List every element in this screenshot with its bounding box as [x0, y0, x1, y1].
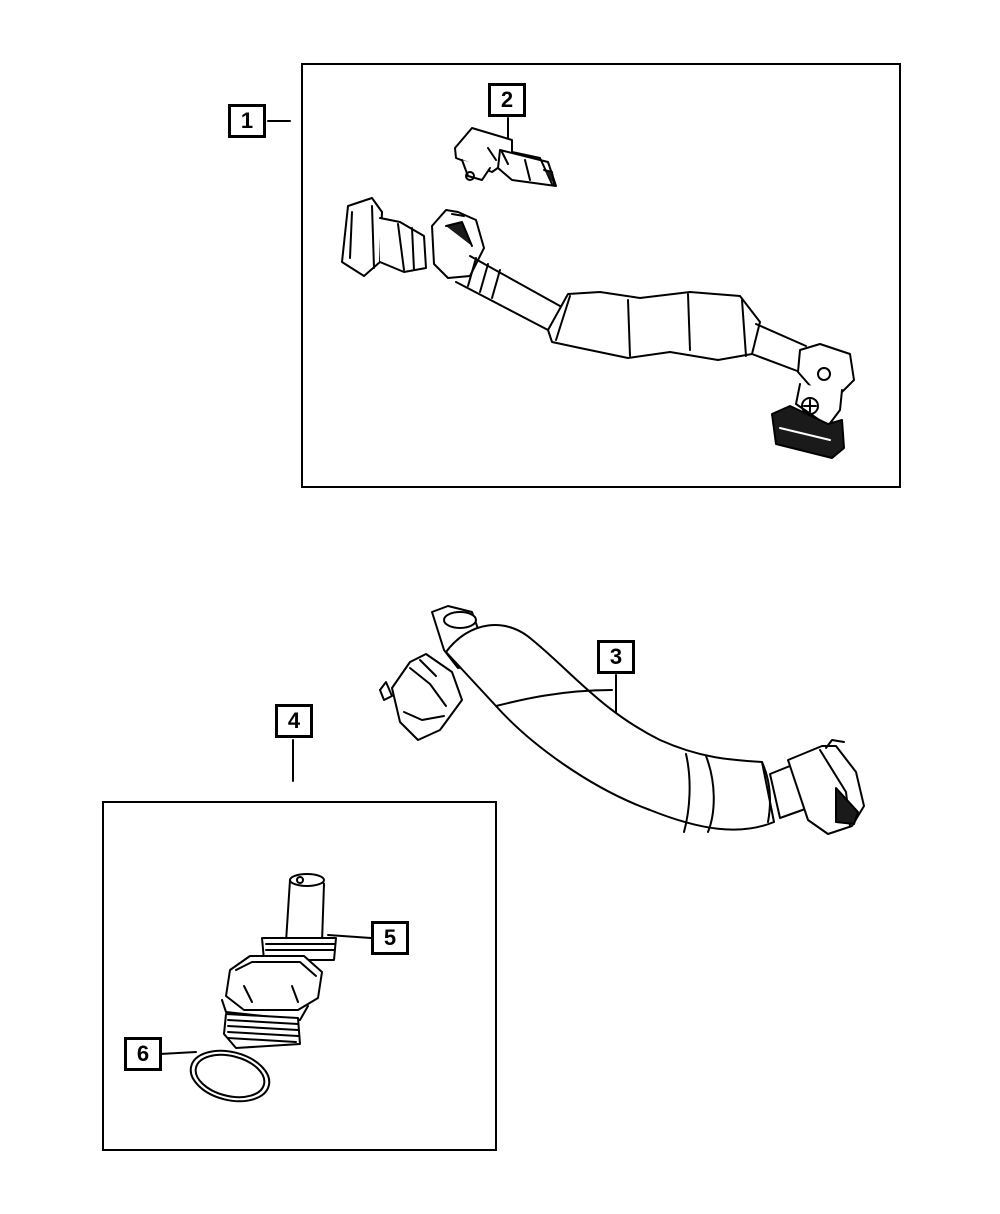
group-4-frame [102, 801, 497, 1151]
callout-5: 5 [371, 921, 409, 955]
leader-line-6 [159, 1051, 197, 1055]
sensor-icon [454, 127, 557, 187]
hose-icon [379, 605, 865, 835]
group-1-frame [301, 63, 901, 488]
valve-icon [221, 873, 337, 1049]
hose-assembly-icon [341, 197, 855, 459]
o-ring-icon [189, 1049, 271, 1103]
callout-6: 6 [124, 1037, 162, 1071]
leader-line-5 [327, 934, 372, 939]
callout-4: 4 [275, 704, 313, 738]
callout-3: 3 [597, 640, 635, 674]
callout-2: 2 [488, 83, 526, 117]
callout-1: 1 [228, 104, 266, 138]
